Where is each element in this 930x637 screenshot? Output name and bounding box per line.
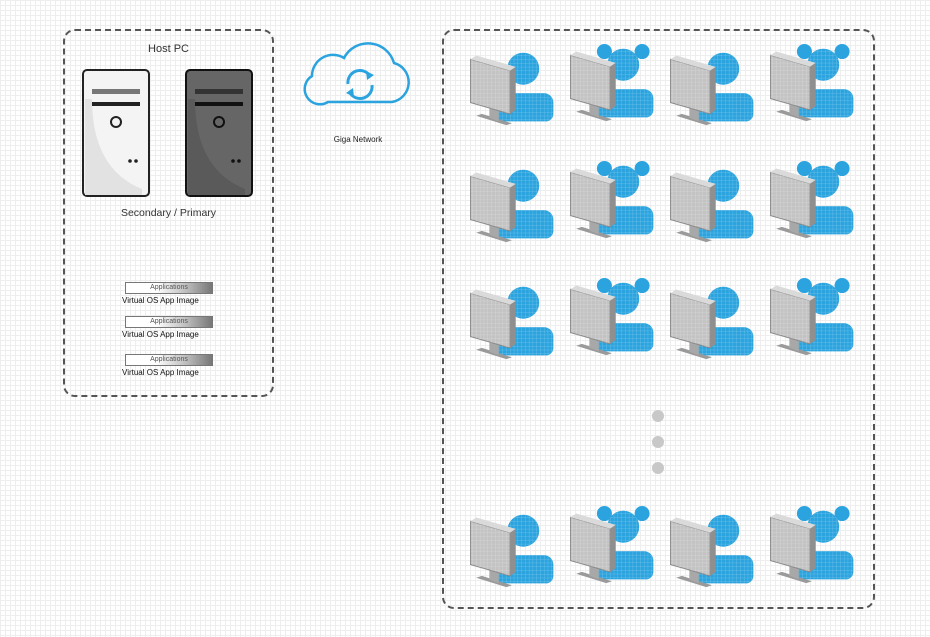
host-pc-title: Host PC	[148, 43, 189, 55]
client-workstation	[470, 52, 554, 126]
servers-caption: Secondary / Primary	[120, 207, 217, 219]
client-workstation	[470, 286, 554, 360]
client-workstation	[570, 44, 656, 122]
client-workstation	[470, 169, 554, 243]
client-workstation	[670, 169, 754, 243]
client-workstation	[670, 286, 754, 360]
client-workstation	[670, 52, 754, 126]
virtual-image-label: Virtual OS App Image	[122, 296, 199, 305]
primary-server-icon	[185, 69, 253, 197]
virtual-image-label: Virtual OS App Image	[122, 330, 199, 339]
host-pc-group	[63, 29, 274, 397]
cloud-sync-icon	[303, 42, 410, 106]
virtual-image-2: Applications Virtual OS App Image	[122, 316, 222, 339]
client-workstation	[770, 161, 856, 239]
ellipsis-dot	[652, 410, 664, 422]
ellipsis-dot	[652, 462, 664, 474]
applications-bar: Applications	[125, 282, 213, 294]
client-workstation	[570, 161, 656, 239]
client-workstation	[570, 506, 656, 584]
virtual-image-3: Applications Virtual OS App Image	[122, 354, 222, 377]
secondary-server-icon	[82, 69, 150, 197]
client-workstation	[470, 514, 554, 588]
client-workstation	[570, 278, 656, 356]
client-workstation	[670, 514, 754, 588]
applications-bar: Applications	[125, 316, 213, 328]
virtual-image-1: Applications Virtual OS App Image	[122, 282, 222, 305]
ellipsis-dot	[652, 436, 664, 448]
virtual-image-label: Virtual OS App Image	[122, 368, 199, 377]
clients-group	[442, 29, 875, 609]
client-workstation	[770, 44, 856, 122]
network-label: Giga Network	[333, 135, 383, 144]
client-workstation	[770, 278, 856, 356]
applications-bar: Applications	[125, 354, 213, 366]
client-workstation	[770, 506, 856, 584]
